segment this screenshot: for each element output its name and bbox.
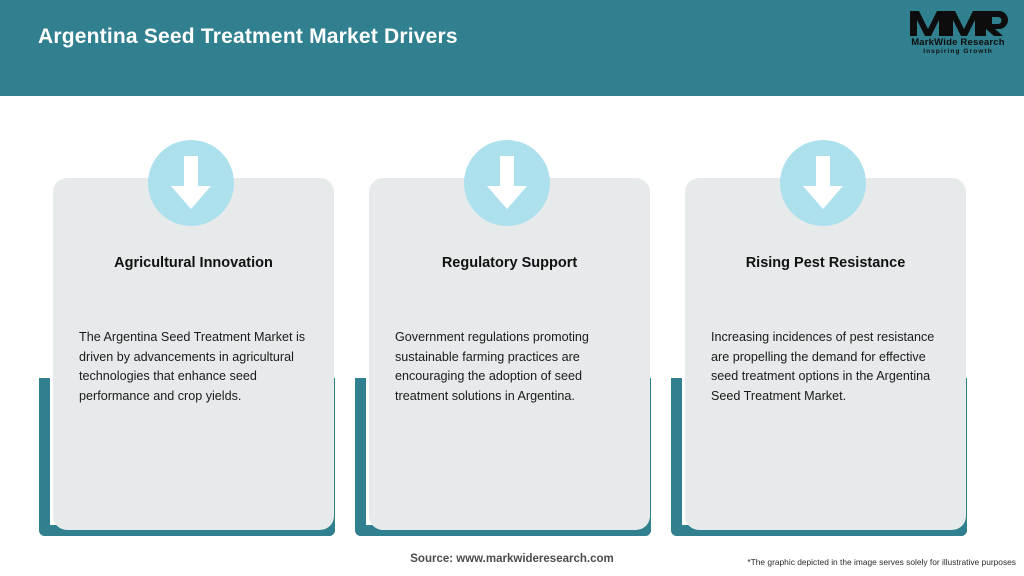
card-body-text: Government regulations promoting sustain… bbox=[395, 330, 589, 403]
driver-card-3: Rising Pest Resistance Increasing incide… bbox=[671, 96, 987, 541]
markwide-research-logo: MarkWide Research Inspiring Growth bbox=[906, 9, 1010, 63]
card-title: Rising Pest Resistance bbox=[745, 255, 906, 271]
arrow-down-icon bbox=[148, 140, 234, 226]
card-body-text: The Argentina Seed Treatment Market is d… bbox=[79, 330, 306, 403]
driver-card-1: Agricultural Innovation The Argentina Se… bbox=[39, 96, 355, 541]
card-panel: Agricultural Innovation The Argentina Se… bbox=[53, 178, 334, 530]
source-label: Source: www.markwideresearch.com bbox=[410, 553, 614, 565]
header-bar: Argentina Seed Treatment Market Drivers … bbox=[0, 0, 1024, 96]
card-title: Regulatory Support bbox=[441, 255, 578, 271]
driver-card-2: Regulatory Support Government regulation… bbox=[355, 96, 671, 541]
card-body-text: Increasing incidences of pest resistance… bbox=[711, 330, 935, 403]
mwr-monogram-icon bbox=[906, 9, 1010, 37]
logo-tagline: Inspiring Growth bbox=[923, 47, 993, 55]
card-panel: Regulatory Support Government regulation… bbox=[369, 178, 650, 530]
logo-company-name: MarkWide Research bbox=[911, 37, 1005, 48]
drivers-card-row: Agricultural Innovation The Argentina Se… bbox=[0, 96, 1024, 541]
card-title: Agricultural Innovation bbox=[114, 255, 273, 271]
card-panel: Rising Pest Resistance Increasing incide… bbox=[685, 178, 966, 530]
page-title: Argentina Seed Treatment Market Drivers bbox=[38, 25, 458, 48]
arrow-down-icon bbox=[780, 140, 866, 226]
disclaimer-note: *The graphic depicted in the image serve… bbox=[747, 557, 1016, 567]
arrow-down-icon bbox=[464, 140, 550, 226]
